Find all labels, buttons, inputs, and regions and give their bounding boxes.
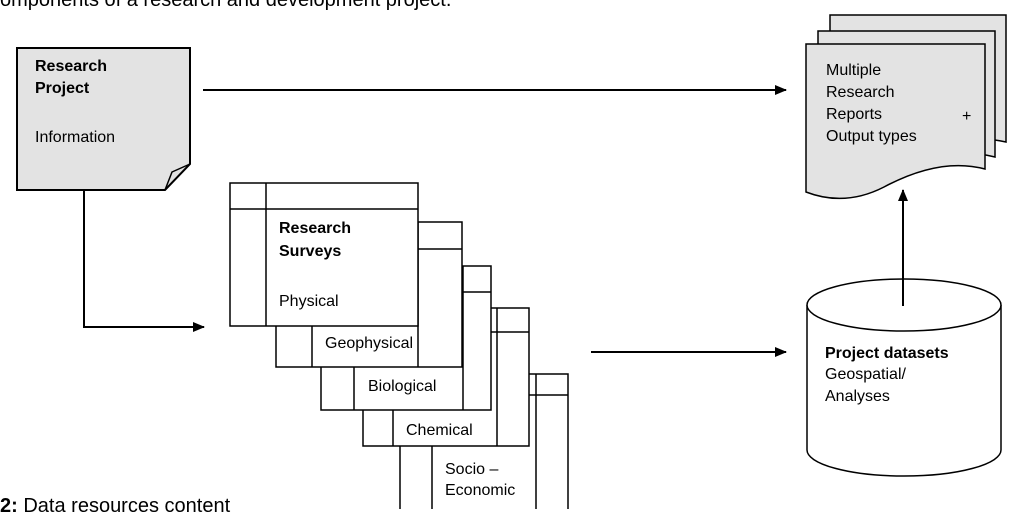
survey-card-physical [229,182,419,327]
survey-label-economic: Economic [445,482,516,499]
datasets-cylinder [806,278,1002,477]
figure-caption-text: Data resources content [17,495,231,517]
intro-text: omponents of a research and development … [0,0,452,11]
arrow-project-to-surveys [83,190,205,332]
reports-stack [805,14,1007,200]
datasets-line-2: Analyses [825,388,890,405]
survey-label-geophysical: Geophysical [325,335,414,352]
outputs-plus: + [962,108,972,125]
survey-label-socio: Socio – [445,461,499,478]
surveys-title-2: Surveys [279,243,342,260]
outputs-line-2: Research [826,84,895,101]
research-project-title-2: Project [35,80,90,97]
figure-caption-number: 2: [0,495,18,517]
outputs-line-1: Multiple [826,62,882,79]
survey-label-physical: Physical [279,293,339,310]
outputs-line-3: Reports [826,106,883,123]
outputs-line-4: Output types [826,128,917,145]
research-project-subtitle: Information [35,129,116,146]
research-project-note [16,47,191,191]
survey-label-chemical: Chemical [406,422,473,439]
research-project-title-1: Research [35,58,108,75]
datasets-line-1: Geospatial/ [825,366,906,383]
surveys-title-1: Research [279,220,352,237]
datasets-title: Project datasets [825,345,949,362]
survey-label-biological: Biological [368,378,437,395]
figure-caption: 2: Data resources content [0,495,230,518]
